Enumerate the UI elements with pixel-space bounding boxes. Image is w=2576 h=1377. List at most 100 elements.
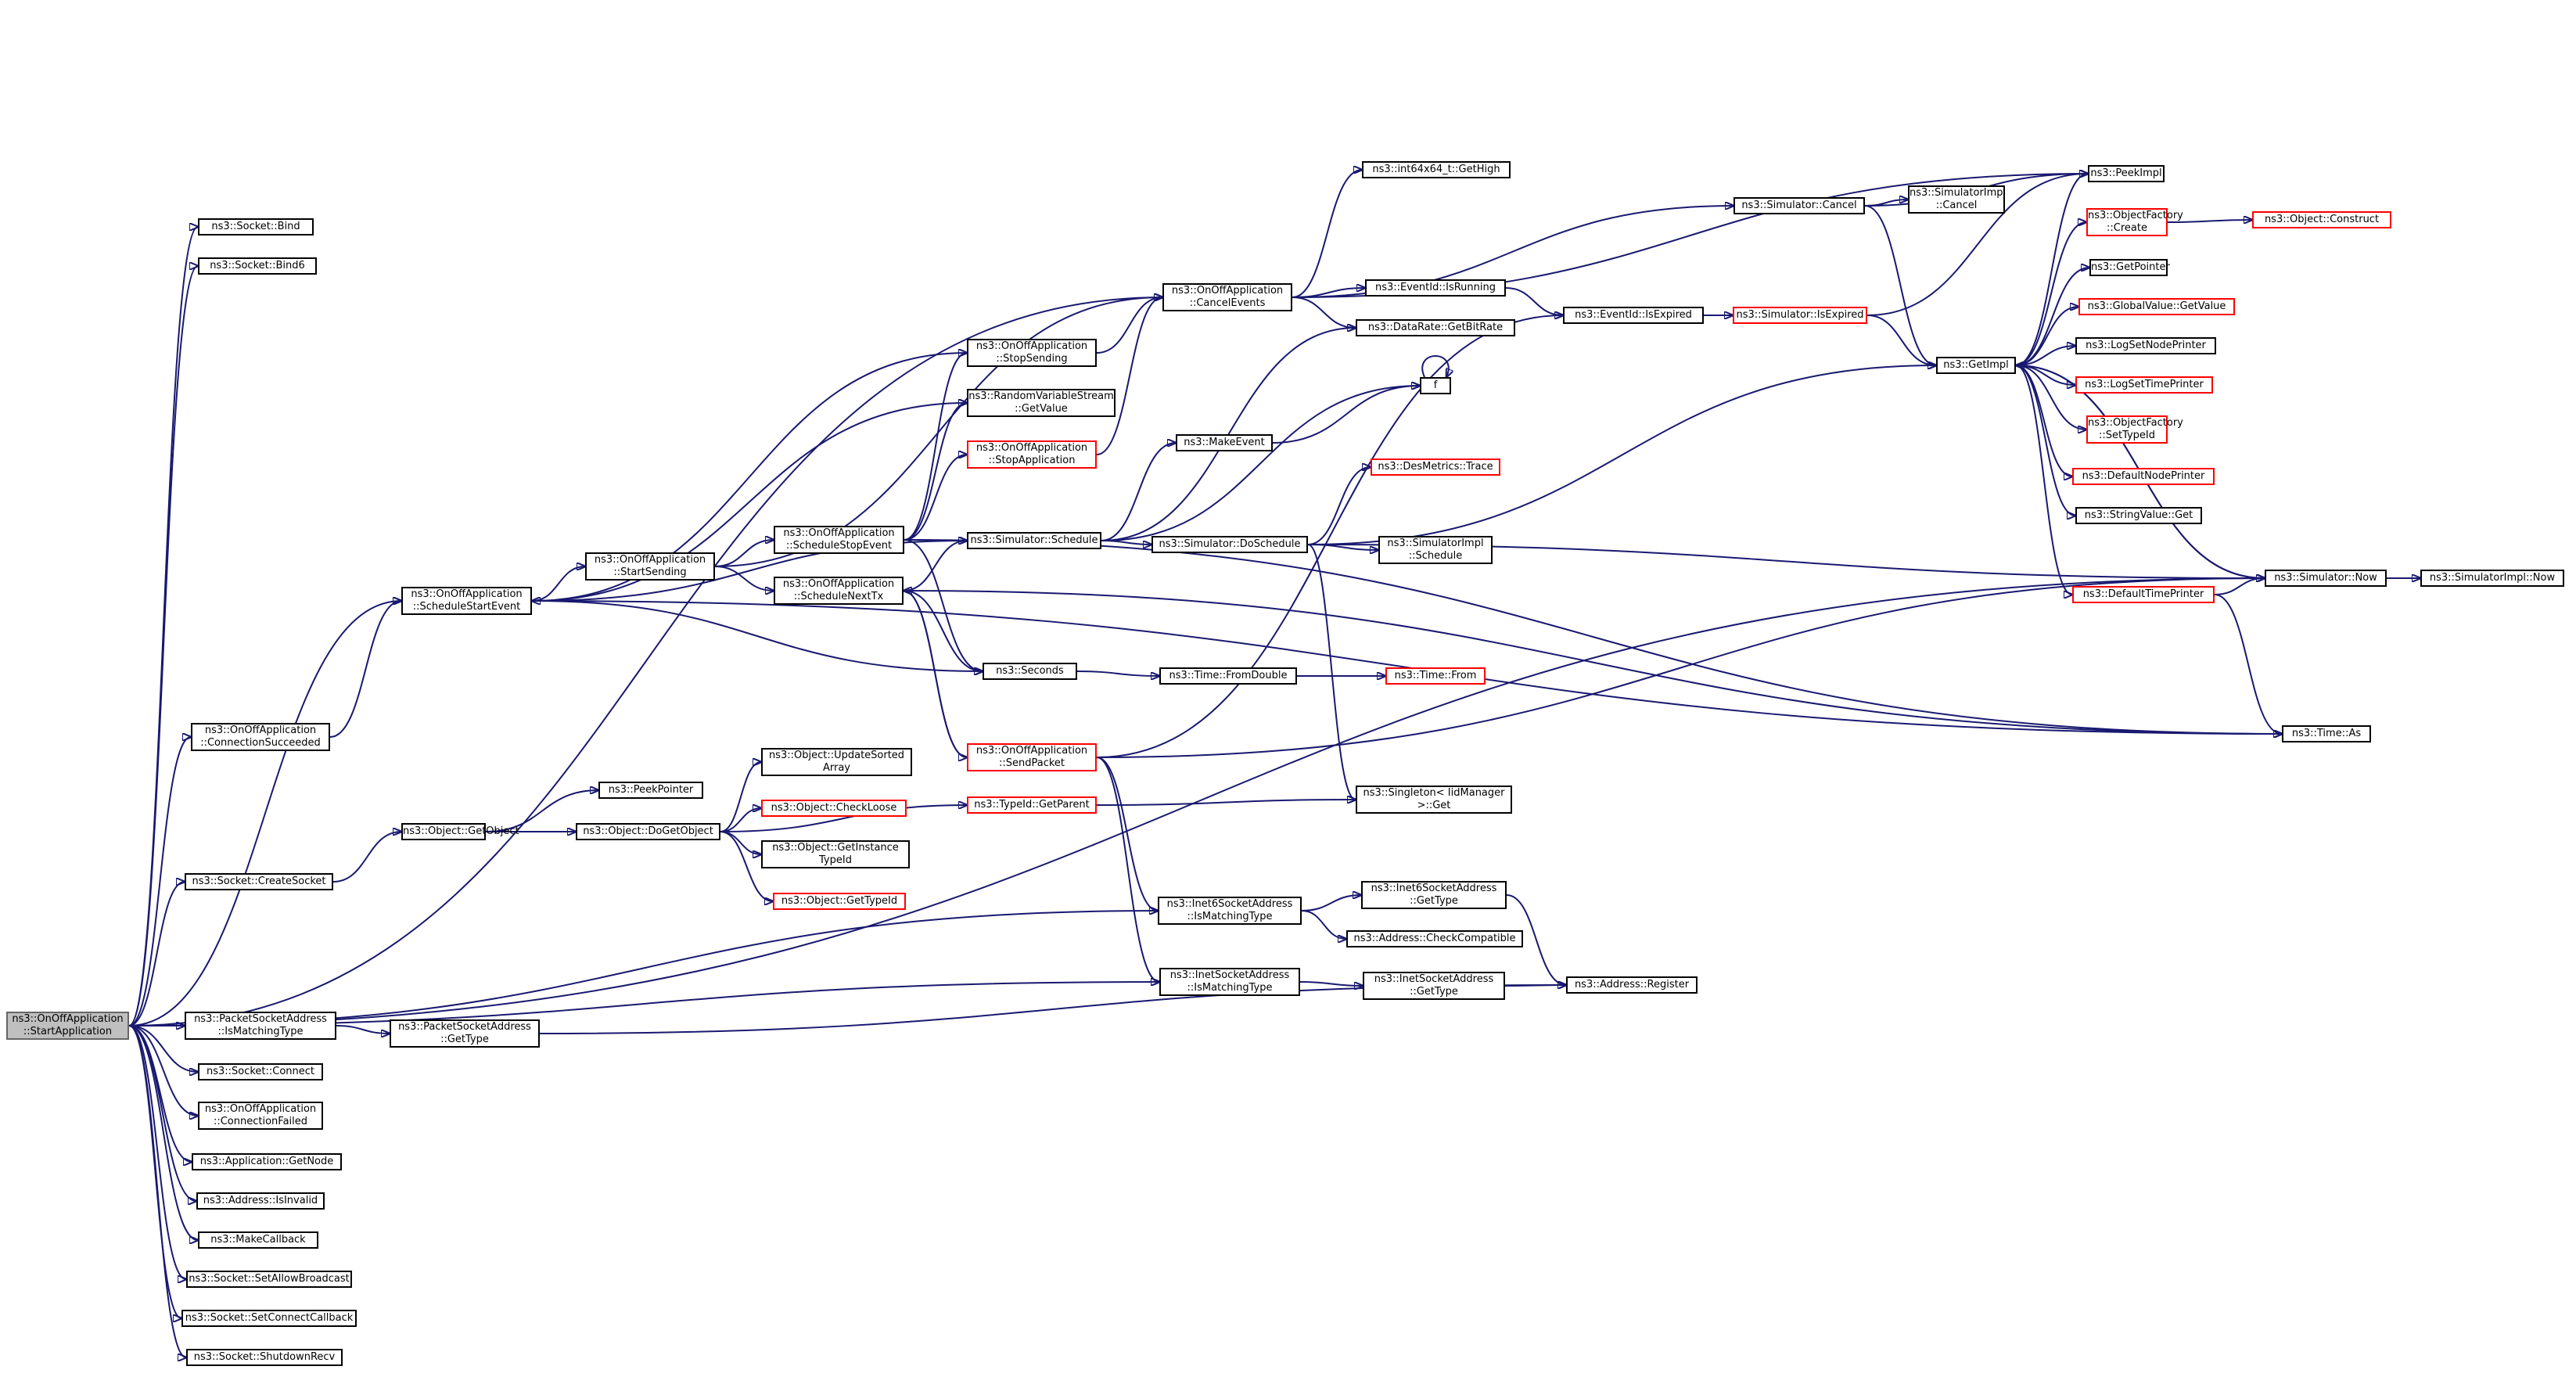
- node-time-as[interactable]: ns3::Time::As: [2282, 725, 2371, 742]
- node-conn-succ[interactable]: ns3::OnOffApplication::ConnectionSucceed…: [191, 723, 330, 751]
- node-makecallback[interactable]: ns3::MakeCallback: [198, 1231, 318, 1249]
- node-peekpointer[interactable]: ns3::PeekPointer: [598, 782, 703, 799]
- node-label-line: ns3::OnOffApplication: [975, 340, 1088, 352]
- node-conn-failed[interactable]: ns3::OnOffApplication::ConnectionFailed: [198, 1102, 323, 1130]
- node-sim-cancel[interactable]: ns3::Simulator::Cancel: [1734, 197, 1865, 214]
- edge-stop-sending-to-cancel-events: [1096, 297, 1162, 354]
- node-sched-nexttx[interactable]: ns3::OnOffApplication::ScheduleNextTx: [774, 577, 904, 605]
- node-f[interactable]: f: [1420, 377, 1451, 394]
- node-rvs-getvalue[interactable]: ns3::RandomVariableStream::GetValue: [967, 389, 1116, 417]
- edge-getimpl-to-defaulttimeprinter: [2015, 365, 2072, 595]
- node-app-getnode[interactable]: ns3::Application::GetNode: [192, 1153, 342, 1170]
- node-inet-gettype[interactable]: ns3::InetSocketAddress::GetType: [1363, 972, 1505, 1000]
- node-label-line: ns3::Seconds: [996, 665, 1064, 677]
- node-checkloose[interactable]: ns3::Object::CheckLoose: [761, 800, 907, 817]
- node-makeevent[interactable]: ns3::MakeEvent: [1176, 434, 1273, 451]
- node-datarate-getbitrate[interactable]: ns3::DataRate::GetBitRate: [1356, 319, 1515, 336]
- node-simimpl-cancel[interactable]: ns3::SimulatorImpl::Cancel: [1908, 185, 2006, 214]
- edge-pkt-ismatch-to-pkt-gettype: [336, 1025, 390, 1034]
- node-objfactory-settypeid[interactable]: ns3::ObjectFactory::SetTypeId: [2086, 415, 2183, 444]
- node-pkt-gettype[interactable]: ns3::PacketSocketAddress::GetType: [390, 1019, 540, 1048]
- node-send-packet[interactable]: ns3::OnOffApplication::SendPacket: [967, 743, 1097, 771]
- node-obj-gettypeid[interactable]: ns3::Object::GetTypeId: [773, 893, 906, 910]
- node-sim-now[interactable]: ns3::Simulator::Now: [2265, 570, 2387, 587]
- node-label-line: ::Cancel: [1935, 200, 1978, 211]
- node-sock-bind[interactable]: ns3::Socket::Bind: [198, 218, 314, 235]
- node-sock-bind6[interactable]: ns3::Socket::Bind6: [198, 257, 317, 275]
- node-root[interactable]: ns3::OnOffApplication::StartApplication: [6, 1012, 129, 1040]
- node-shutdownrecv[interactable]: ns3::Socket::ShutdownRecv: [186, 1349, 343, 1366]
- node-dogetobject[interactable]: ns3::Object::DoGetObject: [576, 823, 720, 840]
- node-pkt-ismatch[interactable]: ns3::PacketSocketAddress::IsMatchingType: [185, 1012, 336, 1040]
- node-obj-getobject[interactable]: ns3::Object::GetObject: [401, 823, 519, 840]
- node-int64-gethigh[interactable]: ns3::int64x64_t::GetHigh: [1362, 161, 1511, 178]
- edge-send-packet-to-inet6-ismatch: [1096, 757, 1158, 911]
- node-label-line: ns3::DefaultNodePrinter: [2082, 470, 2205, 482]
- node-create-socket[interactable]: ns3::Socket::CreateSocket: [185, 873, 333, 890]
- edge-stop-sending-to-sched-start: [532, 352, 968, 601]
- node-stringvalue-get[interactable]: ns3::StringValue::Get: [2075, 507, 2202, 524]
- node-inet6-ismatch[interactable]: ns3::Inet6SocketAddress::IsMatchingType: [1158, 897, 1302, 925]
- node-label-line: ns3::Socket::SetConnectCallback: [185, 1312, 354, 1324]
- node-objfactory-create[interactable]: ns3::ObjectFactory::Create: [2086, 208, 2183, 236]
- node-sim-schedule[interactable]: ns3::Simulator::Schedule: [967, 532, 1101, 549]
- node-label-line: ns3::GetPointer: [2091, 261, 2170, 273]
- node-getimpl[interactable]: ns3::GetImpl: [1936, 357, 2016, 374]
- node-addr-register[interactable]: ns3::Address::Register: [1566, 976, 1698, 994]
- node-label-line: ns3::MakeEvent: [1184, 437, 1265, 448]
- node-desmetrics-trace[interactable]: ns3::DesMetrics::Trace: [1371, 458, 1500, 476]
- node-label-line: ns3::Inet6SocketAddress: [1371, 883, 1497, 894]
- node-fromdouble[interactable]: ns3::Time::FromDouble: [1159, 667, 1297, 685]
- edge-start-sending-to-sched-nexttx: [714, 566, 774, 591]
- edge-typeid-getparent-to-singleton-get: [1096, 800, 1356, 806]
- node-doschedule[interactable]: ns3::Simulator::DoSchedule: [1151, 536, 1308, 553]
- edge-dogetobject-to-checkloose: [720, 808, 761, 832]
- node-simimpl-schedule[interactable]: ns3::SimulatorImpl::Schedule: [1378, 536, 1493, 564]
- node-logsetnodeprinter[interactable]: ns3::LogSetNodePrinter: [2075, 337, 2216, 354]
- node-setallowbc[interactable]: ns3::Socket::SetAllowBroadcast: [186, 1271, 352, 1288]
- node-label-line: ns3::OnOffApplication: [1171, 285, 1284, 297]
- node-defaultnodeprinter[interactable]: ns3::DefaultNodePrinter: [2072, 468, 2215, 485]
- node-cancel-events[interactable]: ns3::OnOffApplication::CancelEvents: [1162, 283, 1292, 311]
- node-sock-connect[interactable]: ns3::Socket::Connect: [198, 1063, 323, 1080]
- node-sched-stop[interactable]: ns3::OnOffApplication::ScheduleStopEvent: [774, 526, 904, 554]
- edge-root-to-sock-connect: [128, 1025, 198, 1072]
- node-globalvalue-getvalue[interactable]: ns3::GlobalValue::GetValue: [2078, 298, 2235, 315]
- node-inet6-gettype[interactable]: ns3::Inet6SocketAddress::GetType: [1361, 881, 1507, 909]
- node-label-line: ns3::Socket::Bind6: [210, 260, 305, 271]
- edge-sched-nexttx-to-time-as: [903, 590, 2282, 734]
- node-stop-sending[interactable]: ns3::OnOffApplication::StopSending: [967, 339, 1097, 367]
- node-eventid-isexpired[interactable]: ns3::EventId::IsExpired: [1563, 307, 1704, 324]
- node-typeid-getparent[interactable]: ns3::TypeId::GetParent: [967, 796, 1097, 814]
- node-stop-app[interactable]: ns3::OnOffApplication::StopApplication: [967, 440, 1097, 469]
- node-setconncb[interactable]: ns3::Socket::SetConnectCallback: [181, 1310, 357, 1327]
- node-label-line: ns3::Inet6SocketAddress: [1166, 898, 1293, 910]
- node-time-from[interactable]: ns3::Time::From: [1385, 667, 1486, 685]
- node-logsettimeprinter[interactable]: ns3::LogSetTimePrinter: [2075, 376, 2213, 394]
- node-defaulttimeprinter[interactable]: ns3::DefaultTimePrinter: [2072, 586, 2215, 603]
- node-label-line: ::GetType: [1410, 986, 1458, 998]
- edge-root-to-sock-bind6: [128, 266, 198, 1026]
- node-simimpl-now[interactable]: ns3::SimulatorImpl::Now: [2420, 570, 2564, 587]
- node-sched-start[interactable]: ns3::OnOffApplication::ScheduleStartEven…: [401, 587, 532, 615]
- edge-sched-stop-to-stop-app: [904, 455, 967, 541]
- edge-sim-cancel-to-getimpl: [1864, 205, 1936, 365]
- node-getpointer[interactable]: ns3::GetPointer: [2089, 259, 2170, 276]
- node-addr-checkcompat[interactable]: ns3::Address::CheckCompatible: [1346, 930, 1523, 947]
- node-addr-isinvalid[interactable]: ns3::Address::IsInvalid: [196, 1192, 325, 1210]
- node-start-sending[interactable]: ns3::OnOffApplication::StartSending: [585, 552, 715, 581]
- node-peekimpl[interactable]: ns3::PeekImpl: [2088, 165, 2165, 182]
- node-obj-construct[interactable]: ns3::Object::Construct: [2252, 211, 2391, 228]
- node-singleton-get[interactable]: ns3::Singleton< IidManager >::Get: [1356, 786, 1512, 814]
- node-eventid-isrunning[interactable]: ns3::EventId::IsRunning: [1365, 279, 1506, 297]
- node-label-line: ns3::Application::GetNode: [199, 1156, 334, 1167]
- edge-getimpl-to-objfactory-create: [2015, 222, 2086, 366]
- node-label-line: ns3::SimulatorImpl: [1387, 537, 1484, 549]
- node-seconds[interactable]: ns3::Seconds: [983, 663, 1077, 680]
- edge-root-to-inet6-ismatch: [128, 911, 1158, 1026]
- node-sim-isexpired[interactable]: ns3::Simulator::IsExpired: [1733, 307, 1867, 324]
- node-inet-ismatch[interactable]: ns3::InetSocketAddress::IsMatchingType: [1159, 968, 1300, 996]
- node-label-line: ::Create: [2107, 222, 2147, 234]
